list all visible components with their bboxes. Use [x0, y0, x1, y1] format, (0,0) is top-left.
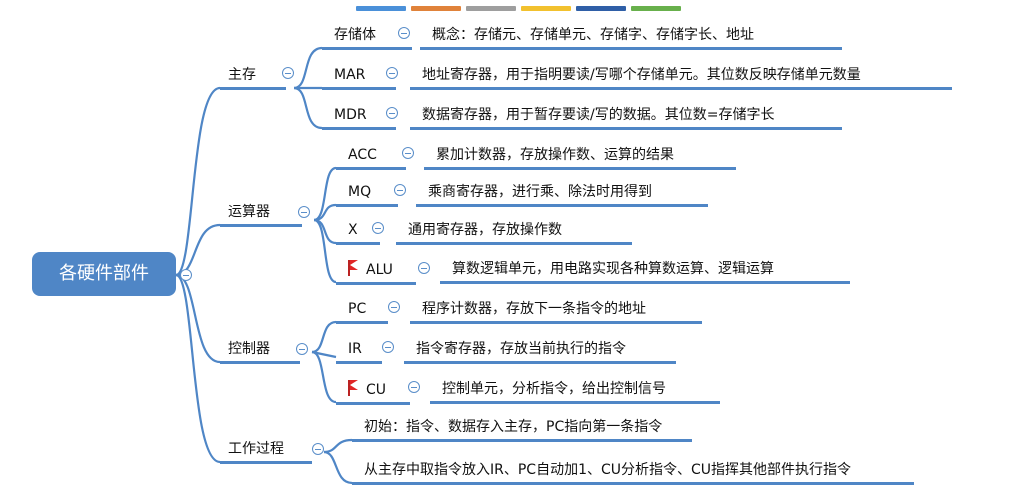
red-flag-icon [348, 380, 360, 396]
branch-process[interactable]: 工作过程 [220, 440, 312, 464]
node-mdr[interactable]: MDR [322, 106, 396, 130]
collapse-icon[interactable] [298, 206, 310, 218]
collapse-icon[interactable] [386, 67, 398, 79]
collapse-icon[interactable] [180, 269, 192, 281]
collapse-icon[interactable] [296, 343, 308, 355]
collapse-icon[interactable] [372, 222, 384, 234]
desc-storage-body: 概念：存储元、存储单元、存储字、存储字长、地址 [420, 26, 842, 50]
color-swatch-orange[interactable] [411, 6, 461, 11]
node-x[interactable]: X [336, 221, 380, 245]
color-swatch-green[interactable] [631, 6, 681, 11]
branch-main-memory[interactable]: 主存 [220, 66, 286, 90]
node-alu-label: ALU [366, 262, 393, 278]
collapse-icon[interactable] [394, 184, 406, 196]
node-mq[interactable]: MQ [336, 183, 398, 207]
node-pc[interactable]: PC [336, 300, 388, 324]
process-step-execute[interactable]: 从主存中取指令放入IR、PC自动加1、CU分析指令、CU指挥其他部件执行指令 [352, 461, 914, 485]
desc-x: 通用寄存器，存放操作数 [396, 221, 632, 245]
branch-alu[interactable]: 运算器 [220, 203, 302, 227]
node-acc[interactable]: ACC [336, 146, 406, 170]
collapse-icon[interactable] [388, 301, 400, 313]
color-swatch-navy[interactable] [576, 6, 626, 11]
desc-acc: 累加计数器，存放操作数、运算的结果 [424, 146, 736, 170]
desc-cu: 控制单元，分析指令，给出控制信号 [430, 380, 720, 404]
collapse-icon[interactable] [408, 381, 420, 393]
desc-pc: 程序计数器，存放下一条指令的地址 [410, 300, 702, 324]
node-mar[interactable]: MAR [322, 66, 396, 90]
desc-mq: 乘商寄存器，进行乘、除法时用得到 [416, 183, 708, 207]
collapse-icon[interactable] [418, 262, 430, 274]
node-storage-body[interactable]: 存储体 [322, 26, 412, 50]
collapse-icon[interactable] [312, 443, 324, 455]
node-cu-label: CU [366, 382, 387, 398]
collapse-icon[interactable] [382, 341, 394, 353]
desc-mar: 地址寄存器，用于指明要读/写哪个存储单元。其位数反映存储单元数量 [410, 66, 952, 90]
collapse-icon[interactable] [402, 147, 414, 159]
node-cu[interactable]: CU [336, 380, 410, 405]
desc-mdr: 数据寄存器，用于暂存要读/写的数据。其位数=存储字长 [410, 106, 842, 130]
collapse-icon[interactable] [386, 107, 398, 119]
collapse-icon[interactable] [398, 27, 410, 39]
process-step-initial[interactable]: 初始：指令、数据存入主存，PC指向第一条指令 [352, 418, 692, 442]
color-swatch-gray[interactable] [466, 6, 516, 11]
node-ir[interactable]: IR [336, 340, 382, 364]
color-swatch-blue[interactable] [356, 6, 406, 11]
desc-ir: 指令寄存器，存放当前执行的指令 [404, 340, 676, 364]
desc-alu: 算数逻辑单元，用电路实现各种算数运算、逻辑运算 [440, 260, 850, 284]
node-alu-unit[interactable]: ALU [336, 260, 416, 285]
collapse-icon[interactable] [282, 67, 294, 79]
red-flag-icon [348, 260, 360, 276]
root-node[interactable]: 各硬件部件 [32, 252, 176, 296]
branch-control[interactable]: 控制器 [220, 340, 300, 364]
color-swatch-yellow[interactable] [521, 6, 571, 11]
